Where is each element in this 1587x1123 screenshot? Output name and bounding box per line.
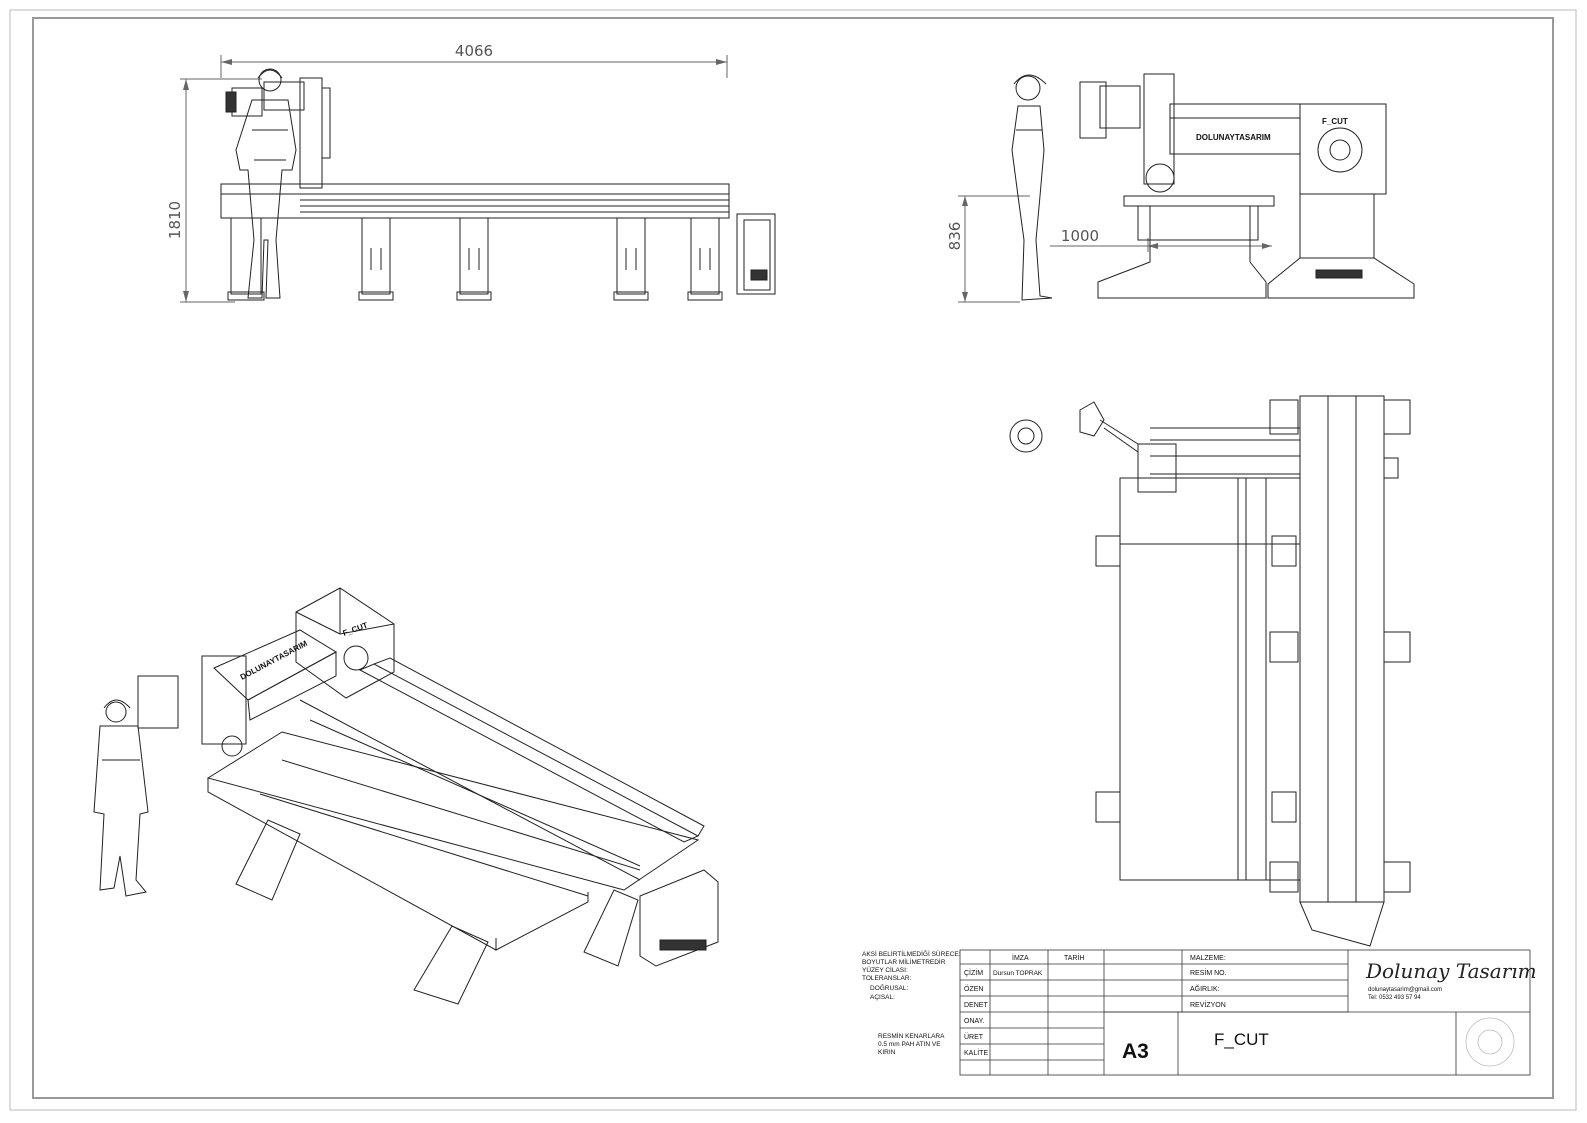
edge-note-3: KIRIN [878,1049,896,1056]
side-model-badge: F_CUT [1322,117,1348,126]
front-width-dimension: 4066 [455,42,493,60]
drawn-by-name: Dursun TOPRAK [993,970,1043,977]
side-view [958,73,1415,303]
edge-note-1: RESMİN KENARLARA [878,1031,945,1040]
edge-note-2: 0.5 mm PAH ATIN VE [878,1041,941,1048]
company-phone: Tel: 0532 493 57 94 [1368,995,1421,1001]
field-material: MALZEME: [1190,955,1226,962]
header-date: TARİH [1064,953,1084,962]
title-block-notes: AKSİ BELİRTİLMEDİĞİ SÜRECE: BOYUTLAR MİL… [862,949,961,1056]
company-email: dolunaytasarim@gmail.com [1368,987,1442,993]
top-view [1009,395,1411,947]
side-depth-dimension: 1000 [1061,227,1099,245]
row-drawn: ÇİZİM [964,968,983,977]
iso-beam-brand-label: DOLUNAYTASARIM [239,639,309,682]
part-name: F_CUT [1214,1030,1269,1049]
row-inspected: DENET [964,1002,988,1009]
note-line-3: YÜZEY CİLASI: [862,965,908,974]
note-line-1: AKSİ BELİRTİLMEDİĞİ SÜRECE: [862,949,961,958]
note-line-2: BOYUTLAR MİLİMETREDİR [862,957,946,966]
note-line-4: TOLERANSLAR: [862,975,912,982]
row-checked: ÖZEN [964,985,983,993]
outer-sheet-border [9,9,1577,1111]
isometric-view [93,587,719,1005]
front-height-dimension: 1810 [166,201,184,239]
row-quality: KALİTE [964,1048,988,1057]
iso-model-badge: F_CUT [342,621,369,638]
header-signature: İMZA [1012,953,1029,962]
inner-sheet-border [32,17,1554,1099]
sheet-size: A3 [1122,1040,1149,1063]
note-line-6: AÇISAL: [870,994,895,1001]
field-revision: REVİZYON [1190,1000,1226,1009]
note-line-5: DOĞRUSAL: [870,983,908,992]
row-approved: ONAY. [964,1018,984,1025]
front-view [180,55,776,303]
field-weight: AĞIRLIK: [1190,984,1220,993]
beam-brand-label: DOLUNAYTASARIM [1196,133,1271,142]
title-block [959,949,1531,1076]
side-height-dimension: 836 [946,222,964,251]
title-block-grid-text: İMZA TARİH ÇİZİM Dursun TOPRAK ÖZEN DENE… [964,953,1537,1063]
row-produced: ÜRET [964,1033,984,1041]
field-drawing-no: RESİM NO. [1190,968,1227,977]
company-name: Dolunay Tasarım [1365,959,1537,983]
